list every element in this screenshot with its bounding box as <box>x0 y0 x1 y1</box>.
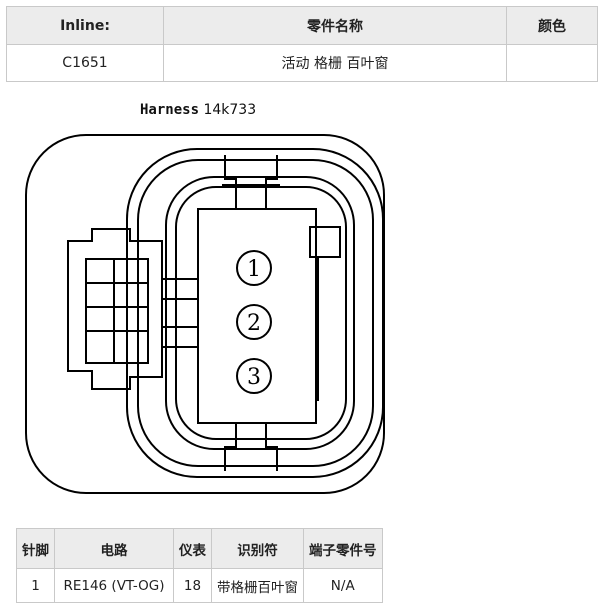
pin-3-label: 3 <box>247 365 261 390</box>
pin-header-terminal: 端子零件号 <box>303 528 383 569</box>
harness-number: 14k733 <box>203 102 257 118</box>
connector-seal-outer <box>165 176 355 450</box>
pin-2: 2 <box>236 304 272 340</box>
pin-1-label: 1 <box>247 257 261 282</box>
right-key-block <box>309 226 341 258</box>
connector-info-table: Inline: 零件名称 颜色 C1651 活动 格栅 百叶窗 <box>6 6 598 82</box>
header-part-name: 零件名称 <box>163 6 507 45</box>
pin-2-circle <box>236 304 272 340</box>
pin-2-label: 2 <box>247 311 261 336</box>
header-color: 颜色 <box>506 6 598 45</box>
harness-label: Harness 14k733 <box>140 102 256 118</box>
pin-cell-terminal: N/A <box>303 568 383 603</box>
connector-info-row: C1651 活动 格栅 百叶窗 <box>6 44 598 82</box>
top-latch-tab <box>224 155 278 210</box>
pin-table-header-row: 针脚 电路 仪表 识别符 端子零件号 <box>16 528 383 569</box>
part-name-value: 活动 格栅 百叶窗 <box>163 44 507 82</box>
pin-3: 3 <box>236 358 272 394</box>
pin-cell-identifier: 带格栅百叶窗 <box>211 568 304 603</box>
pin-header-pin: 针脚 <box>16 528 55 569</box>
pin-cell-gauge: 18 <box>173 568 212 603</box>
pin-3-circle <box>236 358 272 394</box>
connector-shroud-inner <box>137 159 374 467</box>
pin-cell-circuit: RE146 (VT-OG) <box>54 568 174 603</box>
left-lock-inner <box>85 258 149 364</box>
pin-header-gauge: 仪表 <box>173 528 212 569</box>
connector-diagram: 1 2 3 <box>25 134 385 494</box>
connector-shroud <box>126 148 384 478</box>
pin-table: 针脚 电路 仪表 识别符 端子零件号 1 RE146 (VT-OG) 18 带格… <box>16 528 383 603</box>
connector-seal-inner <box>175 186 347 440</box>
pin-cell-pin: 1 <box>16 568 55 603</box>
harness-word: Harness <box>140 102 200 118</box>
left-lock-housing <box>67 228 163 390</box>
bottom-latch-tab <box>224 422 278 471</box>
pin-1-circle <box>236 250 272 286</box>
inline-value: C1651 <box>6 44 164 82</box>
connector-info-header-row: Inline: 零件名称 颜色 <box>6 6 598 45</box>
pin-header-identifier: 识别符 <box>211 528 304 569</box>
pin-1: 1 <box>236 250 272 286</box>
pin-table-row: 1 RE146 (VT-OG) 18 带格栅百叶窗 N/A <box>16 568 383 603</box>
header-inline: Inline: <box>6 6 164 45</box>
color-value <box>506 44 598 82</box>
pin-header-circuit: 电路 <box>54 528 174 569</box>
